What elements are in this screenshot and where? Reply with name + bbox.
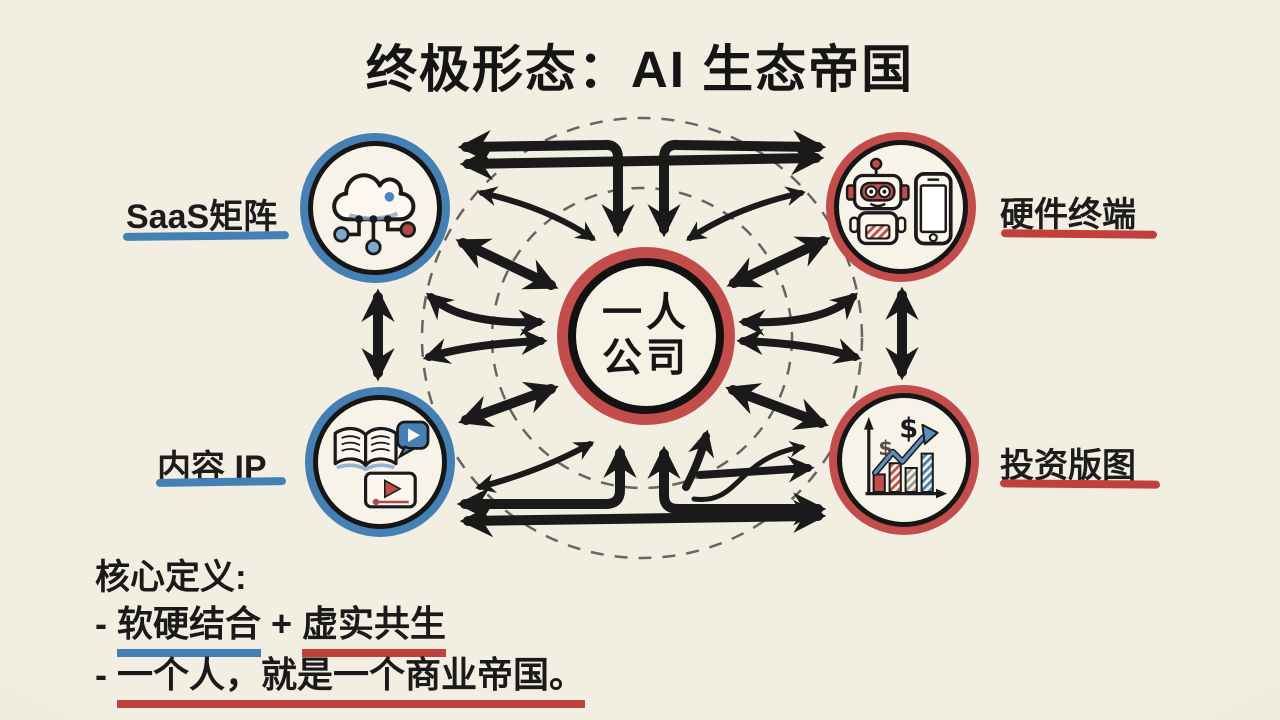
definition-heading: 核心定义: bbox=[95, 558, 247, 597]
dollar-sign: $ bbox=[899, 414, 918, 445]
phone-screen bbox=[919, 184, 947, 234]
trend-line bbox=[873, 435, 925, 475]
bullet-dash: - bbox=[95, 603, 117, 644]
term-virtual-real: 虚实共生 bbox=[302, 603, 447, 657]
dollar-sign: $ bbox=[878, 436, 892, 460]
arrow bbox=[458, 381, 559, 428]
term-business-empire: 一个人，就是一个商业帝国。 bbox=[117, 654, 586, 708]
arrow bbox=[456, 444, 637, 521]
plus-joiner: + bbox=[261, 603, 303, 644]
arrow bbox=[455, 238, 559, 290]
book-right-page bbox=[364, 427, 398, 467]
arrow bbox=[647, 129, 827, 238]
label-saas-matrix: SaaS矩阵 bbox=[126, 198, 278, 236]
bar-red-hatched bbox=[888, 462, 902, 493]
arrow bbox=[459, 141, 825, 181]
arrow bbox=[696, 455, 815, 483]
book-left-page bbox=[333, 427, 368, 467]
bar-blue-hatched bbox=[920, 452, 934, 493]
arrow bbox=[726, 236, 831, 288]
arrow bbox=[725, 383, 829, 430]
definition-line-1: - 软硬结合 + 虚实共生 bbox=[95, 595, 447, 657]
arrow bbox=[422, 328, 548, 364]
network-node-blue bbox=[365, 239, 382, 256]
book-video-icon bbox=[333, 420, 430, 509]
label-investment-map: 投资版图 bbox=[1000, 447, 1136, 485]
center-label-line1: 一人 bbox=[602, 291, 690, 336]
arrow bbox=[647, 445, 827, 526]
arrow bbox=[736, 328, 862, 364]
network-node-red bbox=[399, 221, 416, 238]
robot-ear bbox=[845, 184, 856, 201]
arrow bbox=[459, 499, 827, 538]
chart-dollar-icon: $ $ bbox=[864, 414, 948, 499]
arrow bbox=[682, 429, 715, 491]
node-one-person-company: 一人 公司 bbox=[568, 258, 724, 414]
cloud-shape bbox=[332, 173, 416, 222]
arrow bbox=[738, 292, 859, 337]
node-content-ip bbox=[313, 395, 447, 529]
arrow bbox=[425, 292, 546, 337]
robot-ear bbox=[899, 184, 910, 201]
phone-home-button bbox=[928, 233, 938, 243]
definition-line-2: - 一个人，就是一个商业帝国。 bbox=[95, 646, 586, 708]
bar-gray-hatched bbox=[904, 467, 918, 493]
center-label-line2: 公司 bbox=[602, 336, 690, 380]
robot-antenna bbox=[869, 157, 883, 171]
video-progress-dot bbox=[372, 498, 380, 506]
page-title: 终极形态：AI 生态帝国 bbox=[365, 41, 915, 98]
chat-play-triangle bbox=[408, 428, 420, 442]
term-software-hardware: 软硬结合 bbox=[117, 603, 262, 657]
robot-phone-icon bbox=[845, 157, 953, 246]
cloud-dot bbox=[384, 192, 395, 202]
robot-smile bbox=[869, 202, 886, 208]
cloud-network-icon bbox=[332, 173, 416, 256]
arrow bbox=[457, 129, 635, 238]
node-saas-matrix bbox=[308, 141, 442, 275]
robot-arm bbox=[896, 216, 907, 234]
bullet-dash: - bbox=[95, 654, 117, 695]
trend-arrowhead bbox=[921, 423, 939, 445]
arrow bbox=[691, 440, 807, 502]
network-node-blue bbox=[333, 226, 350, 243]
video-play-triangle bbox=[384, 479, 402, 499]
label-hardware-terminal: 硬件终端 bbox=[1000, 196, 1136, 234]
chat-bubble-tail bbox=[397, 445, 416, 460]
orbit-dashed-circle bbox=[420, 116, 864, 560]
arrow bbox=[685, 186, 806, 241]
bar-red-solid bbox=[872, 473, 886, 493]
connection-arrows bbox=[361, 129, 919, 538]
node-hardware-terminal bbox=[834, 140, 968, 274]
arrow bbox=[477, 186, 597, 241]
underline-hardware bbox=[1000, 229, 1158, 239]
node-investment-map: $ $ bbox=[837, 393, 971, 527]
robot-arm bbox=[849, 216, 860, 234]
underline-investment bbox=[999, 479, 1161, 489]
arrow bbox=[475, 441, 595, 493]
center-label: 一人 公司 bbox=[602, 291, 690, 381]
robot-chest-panel bbox=[865, 224, 891, 240]
